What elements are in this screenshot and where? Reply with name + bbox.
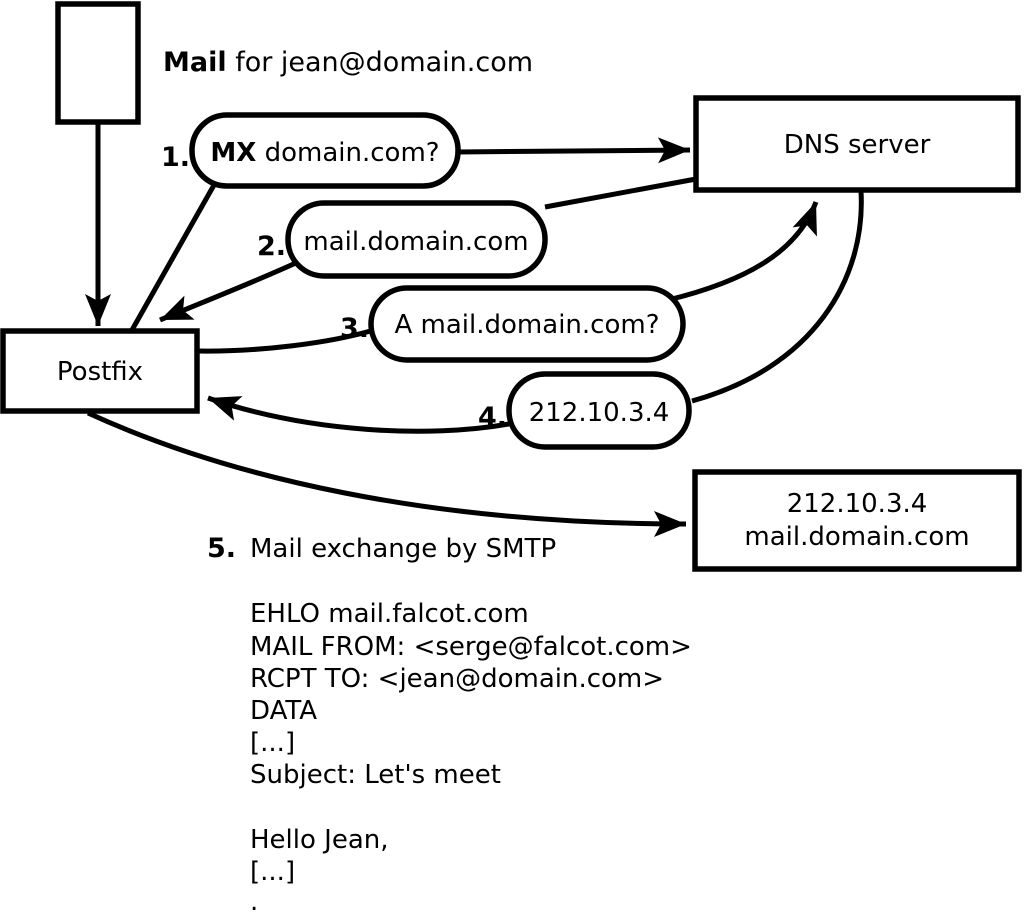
mx-answer-label: mail.domain.com: [303, 227, 528, 257]
mail-message-box: [55, 1, 141, 125]
edge-mx-answer-to-postfix: [159, 259, 300, 323]
edge-dns-to-mx-answer: [544, 176, 697, 210]
step-number-1: 1.: [161, 142, 190, 173]
mail-for-annotation-text: for jean@domain.com: [227, 47, 533, 78]
mail-for-annotation: Mail for jean@domain.com: [163, 47, 533, 78]
postfix-node: [0, 328, 200, 414]
mx-query-pill: [189, 112, 461, 189]
postfix-label: Postfix: [57, 357, 143, 387]
mx-answer-pill: [285, 200, 548, 279]
mail-for-annotation-bold: Mail: [163, 47, 227, 78]
mx-query-label-text: domain.com?: [256, 138, 439, 168]
smtp-line: [...]: [250, 857, 295, 887]
step-number-4: 4.: [478, 402, 507, 433]
edge-postfix-to-mail-server: [86, 410, 687, 537]
a-answer-label: 212.10.3.4: [529, 398, 670, 428]
a-query-label-text: A mail.domain.com?: [395, 310, 660, 340]
a-query-pill: [368, 285, 686, 363]
mx-query-label: MX domain.com?: [210, 138, 439, 168]
smtp-line: Hello Jean,: [250, 825, 389, 855]
mail-server-hostname-label: mail.domain.com: [744, 522, 969, 552]
mx-query-label-bold: MX: [210, 138, 256, 168]
smtp-line: EHLO mail.falcot.com: [250, 599, 529, 629]
smtp-exchange-label: Mail exchange by SMTP: [250, 534, 556, 564]
edge-a-answer-to-postfix: [207, 395, 510, 434]
smtp-line: MAIL FROM: <serge@falcot.com>: [250, 632, 692, 662]
mx-answer-label-text: mail.domain.com: [303, 227, 528, 257]
dns-server-label: DNS server: [784, 130, 931, 160]
dns-server-node: [693, 95, 1021, 193]
edge-postfix-to-mx-query: [129, 183, 217, 332]
a-answer-label-text: 212.10.3.4: [529, 398, 670, 428]
edge-a-query-to-dns: [667, 201, 819, 303]
step-number-2: 2.: [257, 231, 286, 262]
a-query-label: A mail.domain.com?: [395, 310, 660, 340]
edge-mx-query-to-dns: [456, 137, 691, 164]
step-number-3: 3.: [340, 313, 369, 344]
edge-dns-to-a-answer: [691, 190, 864, 404]
a-answer-pill: [506, 371, 692, 450]
smtp-line: RCPT TO: <jean@domain.com>: [250, 664, 664, 694]
step-number-5: 5.: [207, 533, 236, 564]
smtp-line: Subject: Let's meet: [250, 760, 501, 790]
mail-server-ip-label: 212.10.3.4: [787, 489, 928, 519]
smtp-line: [...]: [250, 728, 295, 758]
edge-postfix-to-a-query: [196, 327, 375, 354]
mail-server-node: [692, 469, 1022, 572]
smtp-line: .: [250, 887, 258, 917]
smtp-line: DATA: [250, 696, 317, 726]
